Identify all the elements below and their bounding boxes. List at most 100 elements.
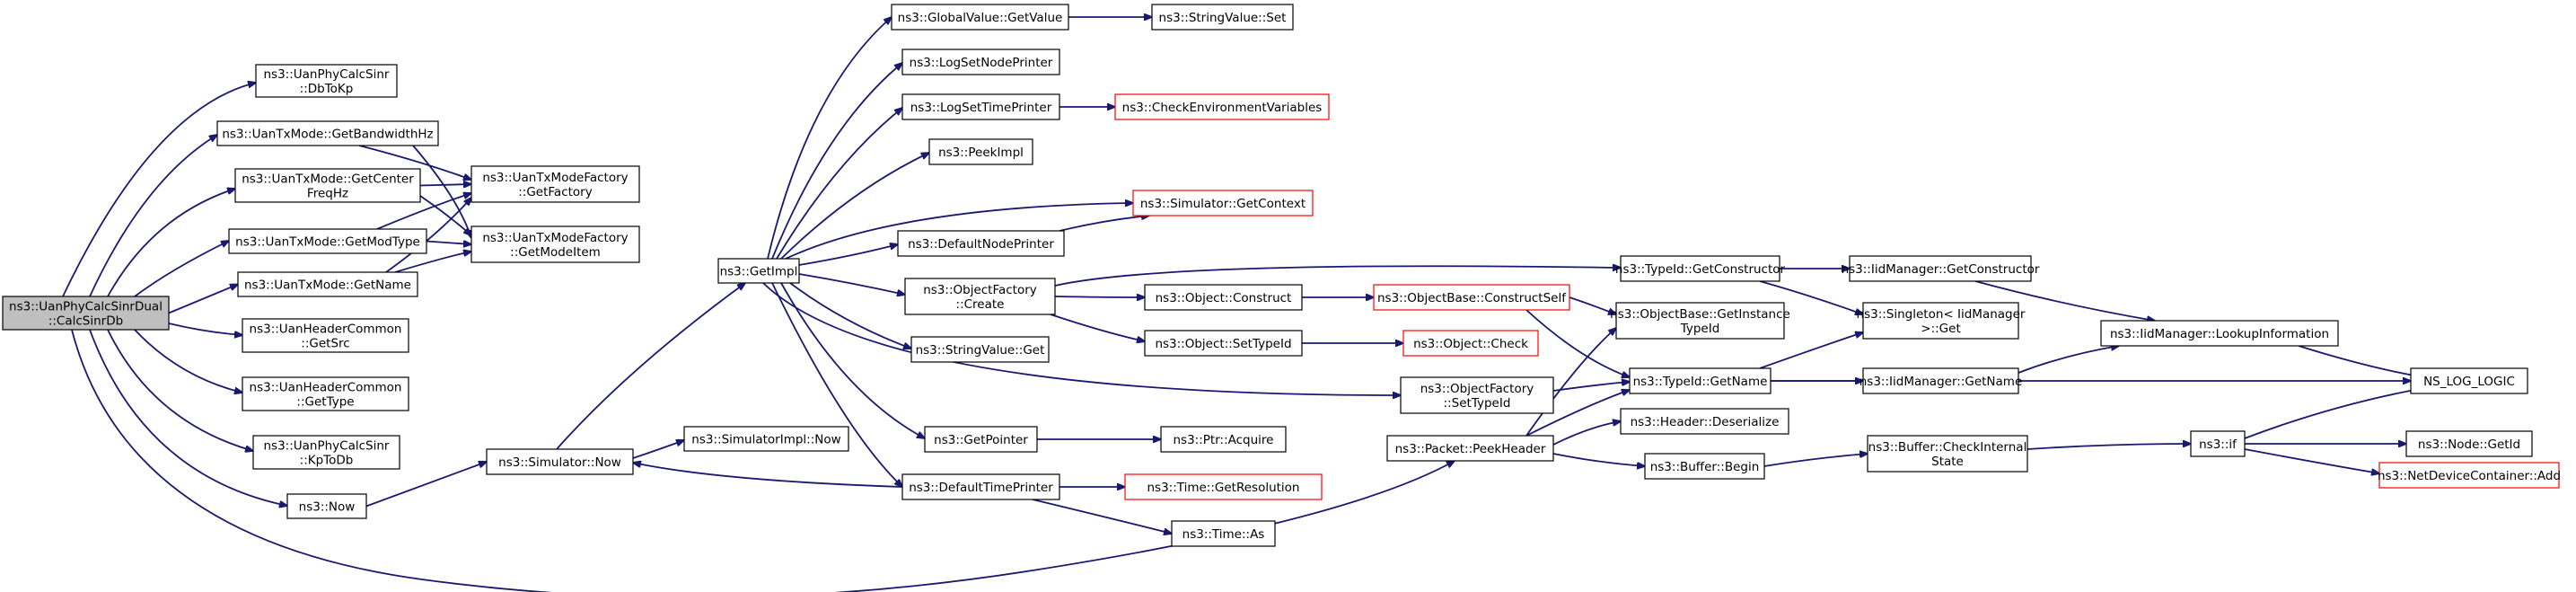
node-txgetname[interactable]: ns3::UanTxMode::GetName — [237, 271, 418, 297]
node-label: ns3::if — [2199, 437, 2238, 452]
node-iidgetctor[interactable]: ns3::IidManager::GetConstructor — [1842, 255, 2040, 282]
node-bufbegin[interactable]: ns3::Buffer::Begin — [1644, 453, 1765, 480]
node-lognode[interactable]: ns3::LogSetNodePrinter — [901, 49, 1060, 75]
edge-root-to-getbw — [89, 135, 217, 297]
node-ndcadd[interactable]: ns3::NetDeviceContainer::Add — [2378, 462, 2561, 489]
node-nsif[interactable]: ns3::if — [2190, 430, 2246, 457]
node-label: ns3::UanPhyCalcSinr — [264, 67, 390, 82]
node-label: ns3::NetDeviceContainer::Add — [2378, 469, 2561, 483]
node-getimpl[interactable]: ns3::GetImpl — [717, 258, 800, 284]
edge-txgetname-to-getfactory — [385, 198, 471, 273]
node-getfactory[interactable]: ns3::UanTxModeFactory::GetFactory — [470, 165, 640, 203]
node-box — [924, 426, 1038, 453]
node-label: ns3::ObjectFactory — [1420, 382, 1534, 396]
node-deftime[interactable]: ns3::DefaultTimePrinter — [901, 473, 1060, 500]
edge-root-to-now — [89, 329, 287, 506]
edge-getimpl-to-getcontext — [785, 203, 1133, 260]
node-label: ns3::UanTxMode::GetModType — [235, 235, 420, 250]
node-label: ::GetModeItem — [510, 245, 601, 260]
node-box — [1849, 255, 2032, 282]
node-objcheck[interactable]: ns3::Object::Check — [1402, 330, 1539, 357]
edge-ofcreate-to-objconstruct — [1054, 296, 1145, 297]
edge-getcenter-to-getfactory — [419, 184, 471, 186]
node-lookup[interactable]: ns3::IidManager::LookupInformation — [2100, 320, 2339, 347]
node-box — [1373, 284, 1570, 311]
node-constructself[interactable]: ns3::ObjectBase::ConstructSelf — [1373, 284, 1570, 311]
node-box — [1862, 302, 2019, 340]
edge-peekheader-to-tidgetname — [1525, 390, 1630, 437]
node-tidgetname[interactable]: ns3::TypeId::GetName — [1629, 367, 1772, 394]
node-label: NS_LOG_LOGIC — [2423, 375, 2515, 389]
node-hdrdeser[interactable]: ns3::Header::Deserialize — [1620, 408, 1789, 435]
node-label: ::GetSrc — [301, 337, 349, 351]
node-peekheader[interactable]: ns3::Packet::PeekHeader — [1386, 435, 1554, 462]
node-dbtokp[interactable]: ns3::UanPhyCalcSinr::DbToKp — [255, 64, 398, 98]
node-label: ns3::UanPhyCalcSinrDual — [9, 300, 163, 314]
node-box — [1151, 4, 1294, 31]
node-svget[interactable]: ns3::StringValue::Get — [910, 336, 1050, 363]
node-getsrc[interactable]: ns3::UanHeaderCommon::GetSrc — [242, 318, 409, 353]
node-peekimpl[interactable]: ns3::PeekImpl — [928, 138, 1033, 165]
node-box — [683, 426, 849, 452]
edge-getimpl-to-deftime — [771, 282, 902, 487]
node-gettype[interactable]: ns3::UanHeaderCommon::GetType — [242, 376, 409, 411]
edge-constructself-to-getinsttid — [1569, 296, 1616, 314]
node-label: ns3::UanHeaderCommon — [250, 381, 402, 395]
edge-getimpl-to-ofsettypeid — [762, 282, 1401, 395]
node-tidgetctor[interactable]: ns3::TypeId::GetConstructor — [1615, 255, 1786, 282]
edge-getimpl-to-lognode — [771, 63, 902, 260]
node-box — [486, 448, 634, 475]
node-iidgetname[interactable]: ns3::IidManager::GetName — [1859, 367, 2023, 394]
node-getmodtype[interactable]: ns3::UanTxMode::GetModType — [228, 228, 427, 254]
node-box — [1629, 367, 1772, 394]
edge-simnow-to-getimpl — [556, 283, 745, 450]
node-label: ::Create — [956, 297, 1005, 312]
node-ptracquire[interactable]: ns3::Ptr::Acquire — [1160, 426, 1287, 453]
node-label: ns3::IidManager::GetName — [1859, 375, 2023, 389]
node-defnode[interactable]: ns3::DefaultNodePrinter — [897, 230, 1065, 257]
node-label: ns3::LogSetTimePrinter — [910, 101, 1052, 115]
node-root[interactable]: ns3::UanPhyCalcSinrDual::CalcSinrDb — [2, 296, 170, 331]
edge-root-to-gettype — [134, 329, 242, 393]
node-box — [1160, 426, 1287, 453]
node-kptodb[interactable]: ns3::UanPhyCalcSinr::KpToDb — [252, 435, 400, 470]
node-label: ns3::ObjectBase::ConstructSelf — [1377, 291, 1567, 305]
node-nodegetid[interactable]: ns3::Node::GetId — [2405, 430, 2533, 457]
node-singleton[interactable]: ns3::Singleton< IidManager >::Get — [1857, 302, 2026, 340]
node-checkenv[interactable]: ns3::CheckEnvironmentVariables — [1114, 93, 1330, 120]
node-label: ns3::GlobalValue::GetValue — [898, 11, 1063, 25]
node-ofcreate[interactable]: ns3::ObjectFactory::Create — [904, 278, 1056, 315]
node-label: ns3::TypeId::GetConstructor — [1615, 262, 1786, 277]
node-label: ::KpToDb — [300, 454, 354, 468]
node-objconstruct[interactable]: ns3::Object::Construct — [1144, 284, 1303, 311]
node-getbw[interactable]: ns3::UanTxMode::GetBandwidthHz — [216, 120, 439, 146]
node-simnow[interactable]: ns3::Simulator::Now — [486, 448, 634, 475]
node-logtime[interactable]: ns3::LogSetTimePrinter — [901, 93, 1060, 120]
node-box — [901, 49, 1060, 75]
edge-deftime-to-timeas — [1032, 499, 1172, 534]
node-box — [1862, 367, 2019, 394]
node-getres[interactable]: ns3::Time::GetResolution — [1124, 473, 1323, 500]
edge-getimpl-to-peekimpl — [780, 153, 929, 260]
node-label: ns3::Ptr::Acquire — [1174, 433, 1274, 447]
node-label: ns3::GetImpl — [720, 265, 798, 279]
node-now[interactable]: ns3::Now — [286, 493, 367, 519]
node-box — [1144, 284, 1303, 311]
node-svset[interactable]: ns3::StringValue::Set — [1151, 4, 1294, 31]
node-label: ::SetTypeId — [1444, 396, 1511, 411]
node-gvget[interactable]: ns3::GlobalValue::GetValue — [891, 4, 1069, 31]
node-simimplnow[interactable]: ns3::SimulatorImpl::Now — [683, 426, 849, 452]
node-getpointer[interactable]: ns3::GetPointer — [924, 426, 1038, 453]
node-ofsettypeid[interactable]: ns3::ObjectFactory::SetTypeId — [1400, 376, 1554, 414]
node-getmodeitem[interactable]: ns3::UanTxModeFactory::GetModeItem — [470, 225, 640, 263]
node-getcontext[interactable]: ns3::Simulator::GetContext — [1132, 190, 1314, 216]
edge-root-to-txgetname — [168, 285, 238, 314]
node-nslog[interactable]: NS_LOG_LOGIC — [2410, 367, 2528, 394]
node-box — [1644, 453, 1765, 480]
node-timeas[interactable]: ns3::Time::As — [1171, 520, 1276, 547]
node-objsettypeid[interactable]: ns3::Object::SetTypeId — [1144, 330, 1303, 357]
